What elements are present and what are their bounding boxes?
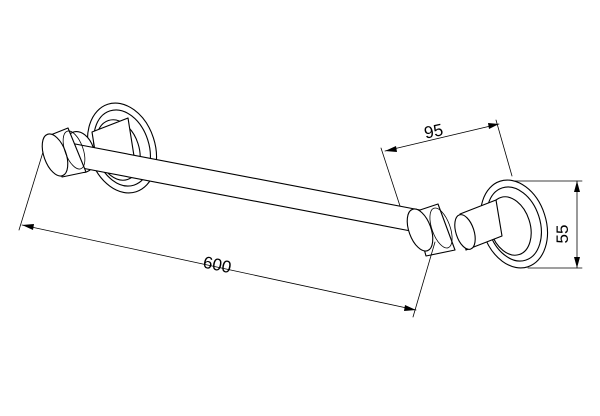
left-end-cap xyxy=(41,127,87,178)
height-dimension: 55 xyxy=(513,180,583,269)
height-dimension-label: 55 xyxy=(553,225,572,244)
right-wall-mount xyxy=(454,179,549,269)
projection-dimension-label: 95 xyxy=(422,120,444,143)
length-dimension-label: 600 xyxy=(201,253,233,277)
right-end-cap xyxy=(406,203,456,257)
projection-dimension: 95 xyxy=(380,119,513,207)
